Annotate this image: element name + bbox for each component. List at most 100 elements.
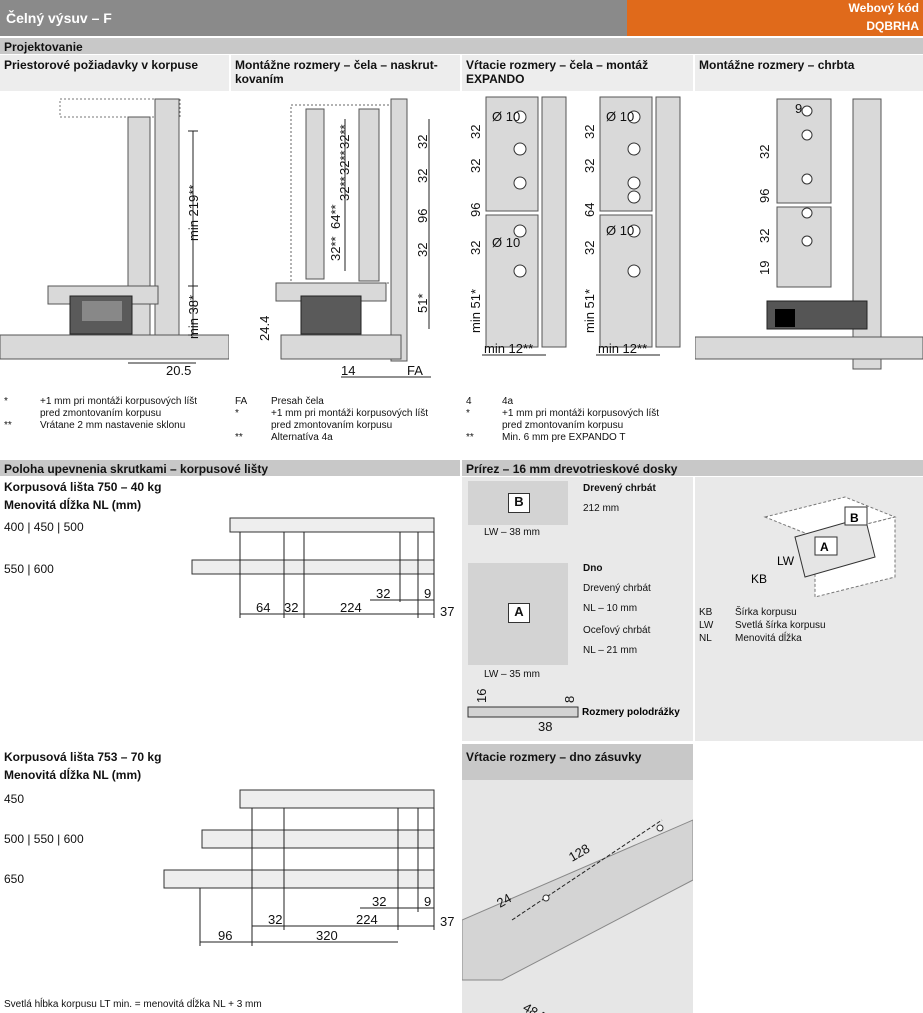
- polodrazka-drawing: 16 8 38 Rozmery polodrážky: [467, 689, 680, 734]
- col3-title: Vŕtacie rozmery – čela – montáž EXPANDO: [466, 58, 649, 86]
- iso-drawing: B A LW KB: [751, 496, 897, 598]
- s753-row-1: 500 | 550 | 600: [4, 832, 84, 846]
- col2-dim-64: 64**: [328, 204, 343, 229]
- s753-dim-96: 96: [218, 928, 232, 943]
- poloha-dim-224: 224: [340, 600, 362, 615]
- panel-b-width: LW – 38 mm: [484, 527, 540, 538]
- col3-note-3: Min. 6 mm pre EXPANDO T: [502, 432, 626, 443]
- s753-footer: Svetlá hĺbka korpusu LT min. = menovitá …: [4, 999, 262, 1010]
- col1-header: Priestorové požiadavky v korpuse: [0, 55, 229, 91]
- col1-note-2: Vrátane 2 mm nastavenie sklonu: [40, 420, 186, 431]
- col2-dim-32a: 32**: [337, 124, 352, 149]
- iso-label-a: A: [820, 540, 829, 554]
- panel-b-text2: 212 mm: [583, 503, 620, 514]
- col3-note-key-1: *: [466, 408, 470, 419]
- panel-a-text1: Dno: [583, 563, 603, 574]
- col2-dim-14: 14: [341, 363, 355, 378]
- col3-dim-4a-32b: 32: [582, 159, 597, 173]
- s753-row-0: 450: [4, 792, 25, 806]
- col2-note-0: Presah čela: [271, 396, 324, 407]
- web-code-value: DQBRHA: [866, 19, 919, 33]
- col2-note-1: +1 mm pri montáži korpusových líšt: [271, 408, 428, 419]
- col2-dim-r32c: 32: [415, 243, 430, 257]
- s753-dim-224: 224: [356, 912, 378, 927]
- s753-drawing: 32 9 32 224 37 96 320: [163, 789, 454, 946]
- panel-a-width: LW – 35 mm: [484, 669, 540, 680]
- col4-drawing: 9 32 96 32 19: [695, 91, 923, 393]
- col3-note-0: 4a: [502, 396, 514, 407]
- col1-drawing: min 219** min 38* 20.5: [0, 91, 229, 393]
- col1-title: Priestorové požiadavky v korpuse: [4, 58, 199, 72]
- col2-dim-fa: FA: [407, 363, 423, 378]
- panel-a-text2: Drevený chrbát: [583, 583, 651, 594]
- col1-note-1: pred zmontovaním korpusu: [40, 408, 162, 419]
- col4-dim-9: 9: [795, 101, 802, 116]
- col1-note-0: +1 mm pri montáži korpusových líšt: [40, 396, 197, 407]
- poloha-row-1: 550 | 600: [4, 562, 54, 576]
- legend-val-1: Svetlá šírka korpusu: [735, 620, 826, 631]
- col3-dim-phi10c: Ø 10: [606, 109, 634, 124]
- col3-dim-phi10a: Ø 10: [492, 109, 520, 124]
- panel-b-label: B: [508, 493, 530, 513]
- col2-header: Montážne rozmery – čela – naskrut-kovaní…: [231, 55, 460, 91]
- prirez-panel: B Drevený chrbát 212 mm LW – 38 mm A Dno…: [462, 477, 693, 741]
- col4-dim-19: 19: [757, 261, 772, 275]
- panel-a-label: A: [508, 603, 530, 623]
- col3-drawing: 32 32 96 32 min 51* 32 32 64 32 min 51* …: [462, 91, 693, 393]
- col3-dim-phi10d: Ø 10: [606, 223, 634, 238]
- col1-note-key-2: **: [4, 420, 12, 431]
- col3-dim-4a-32c: 32: [582, 241, 597, 255]
- panel-a-text5: NL – 21 mm: [583, 645, 638, 656]
- col4-dim-32b: 32: [757, 229, 772, 243]
- pd-dim-8: 8: [562, 696, 577, 703]
- dno-panel: Vŕtacie rozmery – dno zásuvky 128 24 48.…: [462, 744, 693, 1013]
- col2-dim-244: 24.4: [257, 316, 272, 341]
- poloha-dim-32b: 32: [376, 586, 390, 601]
- panel-a-text3: NL – 10 mm: [583, 603, 638, 614]
- web-code-label: Webový kód: [848, 1, 919, 15]
- poloha-drawing: 64 32 224 32 9 37: [191, 517, 454, 619]
- col2-dim-r32a: 32: [415, 135, 430, 149]
- col3-dim-4a-64: 64: [582, 203, 597, 217]
- poloha-dim-64: 64: [256, 600, 270, 615]
- col3-dim-phi10b: Ø 10: [492, 235, 520, 250]
- s753-sub1: Korpusová lišta 753 – 70 kg: [4, 750, 162, 764]
- iso-label-lw: LW: [777, 554, 795, 568]
- dno-dim-485: 48.5: [521, 1000, 550, 1013]
- col2-note-2: pred zmontovaním korpusu: [271, 420, 393, 431]
- col3-dim-32a: 32: [468, 125, 483, 139]
- panel-a-text4: Oceľový chrbát: [583, 625, 651, 636]
- s753-dim-32b: 32: [268, 912, 282, 927]
- dno-dim-128: 128: [566, 841, 592, 865]
- pd-label: Rozmery polodrážky: [582, 707, 680, 718]
- s753-dim-32a: 32: [372, 894, 386, 909]
- col3-note-key-0: 4: [466, 396, 472, 407]
- iso-label-kb: KB: [751, 572, 767, 586]
- col4-title: Montážne rozmery – chrbta: [699, 58, 855, 72]
- col2-dim-51: 51*: [415, 293, 430, 313]
- col2-dim-r96: 96: [415, 209, 430, 223]
- section-projektovanie: Projektovanie: [0, 38, 923, 54]
- col1-dim-min219: min 219**: [186, 185, 201, 241]
- poloha-sub1: Korpusová lišta 750 – 40 kg: [4, 480, 162, 494]
- page-title: Čelný výsuv – F: [6, 10, 112, 26]
- col2-dim-32d: 32**: [328, 236, 343, 261]
- legend-key-0: KB: [699, 607, 713, 618]
- col3-dim-4a-min51: min 51*: [582, 289, 597, 333]
- web-code-box: Webový kód DQBRHA: [627, 0, 923, 36]
- col3-note-2: pred zmontovaním korpusu: [502, 420, 624, 431]
- col2-note-key-3: **: [235, 432, 243, 443]
- col3-dim-32c: 32: [468, 241, 483, 255]
- poloha-dim-32: 32: [284, 600, 298, 615]
- iso-label-b: B: [850, 511, 859, 525]
- poloha-dim-9: 9: [424, 586, 431, 601]
- col1-note-key-0: *: [4, 396, 8, 407]
- col1-dim-205: 20.5: [166, 363, 191, 378]
- s753-sub2: Menovitá dĺžka NL (mm): [4, 768, 142, 782]
- legend-key-1: LW: [699, 620, 714, 631]
- s753-dim-9: 9: [424, 894, 431, 909]
- s753-dim-37: 37: [440, 914, 454, 929]
- col4-header: Montážne rozmery – chrbta: [695, 55, 923, 91]
- col4-dim-32a: 32: [757, 145, 772, 159]
